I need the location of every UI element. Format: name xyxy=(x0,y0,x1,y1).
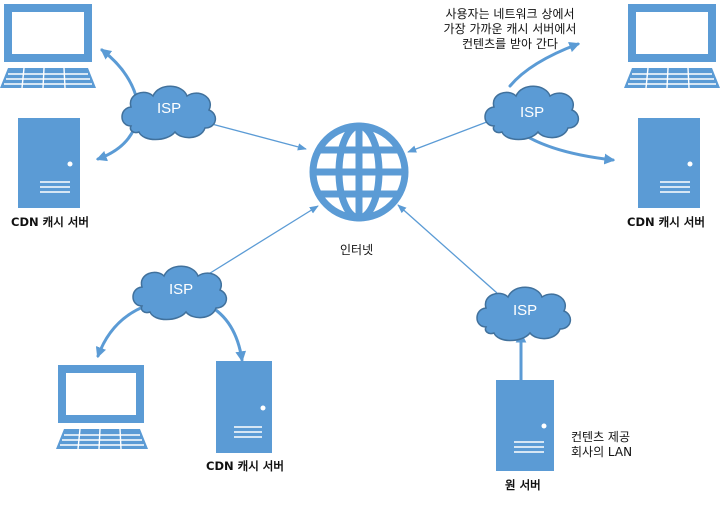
server-tower-icon xyxy=(496,380,554,471)
provider-lan-note: 컨텐츠 제공 회사의 LAN xyxy=(571,430,632,460)
cdn-server-label: CDN 캐시 서버 xyxy=(206,459,284,473)
link-isp-to-pc-top-right xyxy=(508,41,581,88)
isp-label: ISP xyxy=(513,302,538,319)
server-tower-icon xyxy=(216,361,272,453)
globe-icon xyxy=(309,122,409,222)
link-isp-top-right xyxy=(407,119,493,153)
cdn-server-label: CDN 캐시 서버 xyxy=(11,215,89,229)
provider-lan-line: 컨텐츠 제공 xyxy=(571,430,631,444)
link-isp-top-left xyxy=(207,122,307,151)
link-isp-origin xyxy=(397,204,498,294)
user-note-line: 가장 가까운 캐시 서버에서 xyxy=(443,22,577,36)
provider-lan-line: 회사의 LAN xyxy=(571,445,633,459)
link-isp-to-pc-bottom-left xyxy=(95,303,150,359)
desktop-computer-icon xyxy=(0,4,96,89)
link-isp-to-pc-top-left xyxy=(100,48,138,98)
server-tower-icon xyxy=(18,118,80,208)
cdn-server-label: CDN 캐시 서버 xyxy=(627,215,705,229)
isp-label: ISP xyxy=(169,281,194,298)
isp-label: ISP xyxy=(157,100,182,117)
isp-label: ISP xyxy=(520,104,545,121)
link-isp-bottom-left xyxy=(206,205,319,276)
user-note-line: 컨텐츠를 받아 간다 xyxy=(462,37,558,51)
internet-links xyxy=(206,119,498,294)
server-tower-icon xyxy=(638,118,700,208)
user-note-line: 사용자는 네트워크 상에서 xyxy=(445,7,575,21)
user-note: 사용자는 네트워크 상에서 가장 가까운 캐시 서버에서 컨텐츠를 받아 간다 xyxy=(424,7,596,52)
origin-server-label: 원 서버 xyxy=(505,478,541,492)
desktop-computer-icon xyxy=(624,4,720,89)
internet-label: 인터넷 xyxy=(340,243,374,257)
desktop-computer-icon xyxy=(56,365,148,450)
